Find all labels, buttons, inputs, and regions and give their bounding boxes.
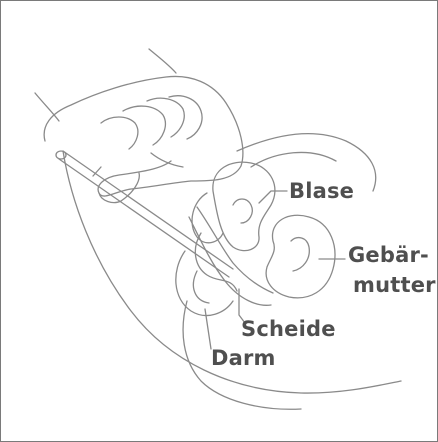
label-gebaermutter-line1: Gebär- [348,245,429,266]
knuckle-line [151,153,183,167]
applicator-top-edge [63,151,233,269]
finger-4 [169,96,202,139]
hand-outline [44,76,243,196]
belly-line [251,152,336,167]
thumb-outline [99,173,139,203]
finger-2 [123,106,165,145]
label-darm: Darm [211,348,276,369]
arm-upper-line [149,49,176,73]
bladder-inner [233,199,252,223]
bladder-shape [213,162,275,251]
rectum-inner [193,271,209,303]
finger-1 [101,117,138,149]
uterus-inner [291,238,309,271]
finger-3 [147,98,184,137]
arm-lower-line [35,93,59,121]
label-gebaermutter-line2: mutter [353,275,436,296]
applicator-bottom-edge [59,159,229,277]
uterus-shape [266,215,335,298]
label-blase: Blase [289,181,354,202]
label-scheide: Scheide [241,319,336,340]
